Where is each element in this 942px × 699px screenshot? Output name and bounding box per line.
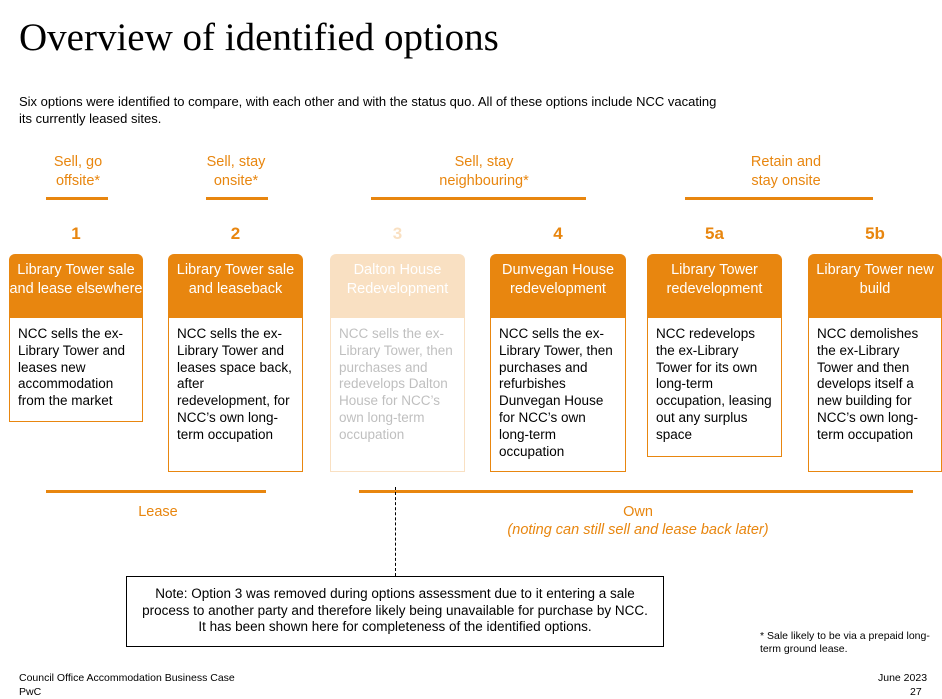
- option-card-2: Library Tower sale and leaseback NCC sel…: [168, 254, 303, 472]
- option-number: 2: [230, 224, 241, 243]
- option-number: 3: [392, 224, 403, 243]
- footer-doc-title: Council Office Accommodation Business Ca…: [19, 672, 235, 684]
- option-description: NCC redevelops the ex-Library Tower for …: [647, 317, 782, 457]
- option-description: NCC sells the ex-Library Tower and lease…: [168, 317, 303, 472]
- option-number: 4: [553, 224, 563, 243]
- footer-date: June 2023: [878, 672, 928, 684]
- option-card-5a: Library Tower redevelopment NCC redevelo…: [647, 254, 782, 457]
- option-card-4: Dunvegan House redevelopment NCC sells t…: [490, 254, 626, 472]
- option-header: Library Tower new build: [808, 254, 942, 317]
- group-label-line: neighbouring*: [439, 172, 529, 189]
- option-header: Library Tower sale and lease elsewhere: [9, 254, 143, 317]
- option-description: NCC sells the ex-Library Tower, then pur…: [330, 317, 465, 472]
- own-note: (noting can still sell and lease back la…: [507, 522, 769, 538]
- footnote: * Sale likely to be via a prepaid long-t…: [760, 630, 930, 655]
- group-label-line: Sell, stay: [206, 154, 266, 170]
- option-header: Library Tower redevelopment: [647, 254, 782, 317]
- option-header: Dunvegan House redevelopment: [490, 254, 626, 317]
- lease-label: Lease: [138, 504, 178, 520]
- footer-org: PwC: [19, 686, 42, 698]
- option-description: NCC sells the ex-Library Tower, then pur…: [490, 317, 626, 472]
- dashed-connector: [395, 487, 396, 576]
- group-label-line: stay onsite: [751, 172, 821, 189]
- group-label-line: offsite*: [55, 172, 101, 189]
- group-divider: [371, 197, 586, 200]
- option-number: 5b: [865, 224, 885, 243]
- group-label-sell-stay-onsite: Sell, stay onsite*: [188, 153, 284, 190]
- group-label-line: Sell, go: [53, 154, 103, 170]
- option-card-1: Library Tower sale and lease elsewhere N…: [9, 254, 143, 422]
- group-label-line: onsite*: [213, 172, 259, 189]
- intro-text: Six options were identified to compare, …: [19, 94, 717, 126]
- option-description: NCC sells the ex-Library Tower and lease…: [9, 317, 143, 422]
- option-number: 5a: [705, 224, 724, 243]
- group-divider: [46, 197, 108, 200]
- group-label-sell-go-offsite: Sell, go offsite*: [30, 153, 126, 190]
- footer-page-number: 27: [910, 686, 922, 698]
- page-title: Overview of identified options: [19, 16, 499, 59]
- group-divider: [685, 197, 873, 200]
- group-label-line: Retain and: [750, 154, 822, 170]
- option-header: Dalton House Redevelopment: [330, 254, 465, 317]
- option-header: Library Tower sale and leaseback: [168, 254, 303, 317]
- group-label-sell-stay-neighbouring: Sell, stay neighbouring*: [404, 153, 564, 190]
- own-divider: [359, 490, 913, 493]
- option-number: 1: [71, 224, 81, 243]
- option-description: NCC demolishes the ex-Library Tower and …: [808, 317, 942, 472]
- group-label-line: Sell, stay: [454, 154, 514, 170]
- note-box: Note: Option 3 was removed during option…: [126, 576, 664, 647]
- group-divider: [206, 197, 268, 200]
- own-label: Own: [623, 504, 653, 520]
- lease-divider: [46, 490, 266, 493]
- option-card-5b: Library Tower new build NCC demolishes t…: [808, 254, 942, 472]
- option-card-3: Dalton House Redevelopment NCC sells the…: [330, 254, 465, 472]
- group-label-retain-stay-onsite: Retain and stay onsite: [718, 153, 854, 190]
